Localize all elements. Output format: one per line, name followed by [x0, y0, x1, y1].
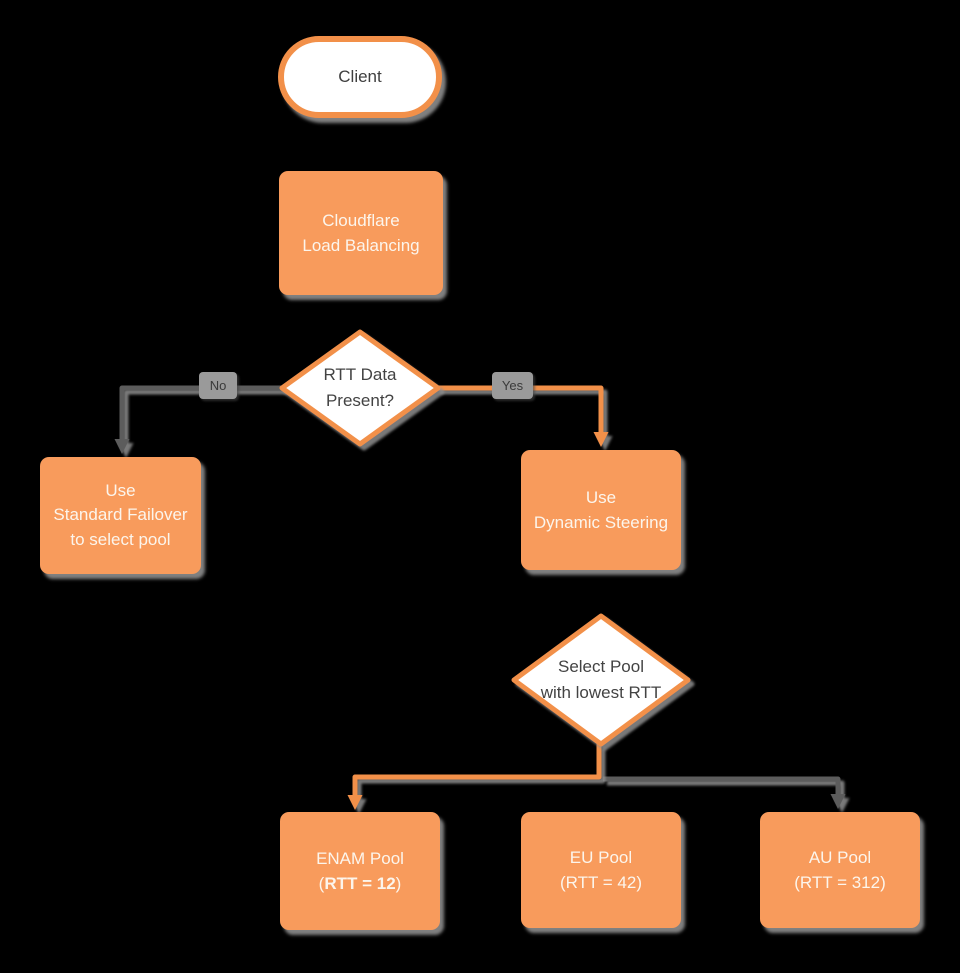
enam-pool-node: ENAM Pool (RTT = 12) — [280, 812, 440, 930]
rtt-decision-diamond — [279, 329, 441, 447]
eu-pool-node: EU Pool (RTT = 42) — [521, 812, 681, 928]
cloudflare-load-balancing-node: Cloudflare Load Balancing — [279, 171, 443, 295]
edge-selectpool-to-enam-pool — [347, 744, 602, 810]
client-node: Client — [278, 36, 442, 118]
select-pool-diamond — [511, 613, 691, 747]
au-pool-node: AU Pool (RTT = 312) — [760, 812, 920, 928]
yes-branch-label: Yes — [492, 372, 533, 399]
enam-pool-name: ENAM Pool — [316, 848, 404, 868]
edge-selectpool-to-au-pool — [603, 776, 846, 809]
dynamic-steering-node: Use Dynamic Steering — [521, 450, 681, 570]
edge-rtt-to-dynamic-steering — [436, 385, 609, 447]
enam-pool-rtt: (RTT = 12) — [318, 874, 402, 893]
no-branch-label: No — [199, 372, 237, 399]
standard-failover-node: Use Standard Failover to select pool — [40, 457, 201, 574]
